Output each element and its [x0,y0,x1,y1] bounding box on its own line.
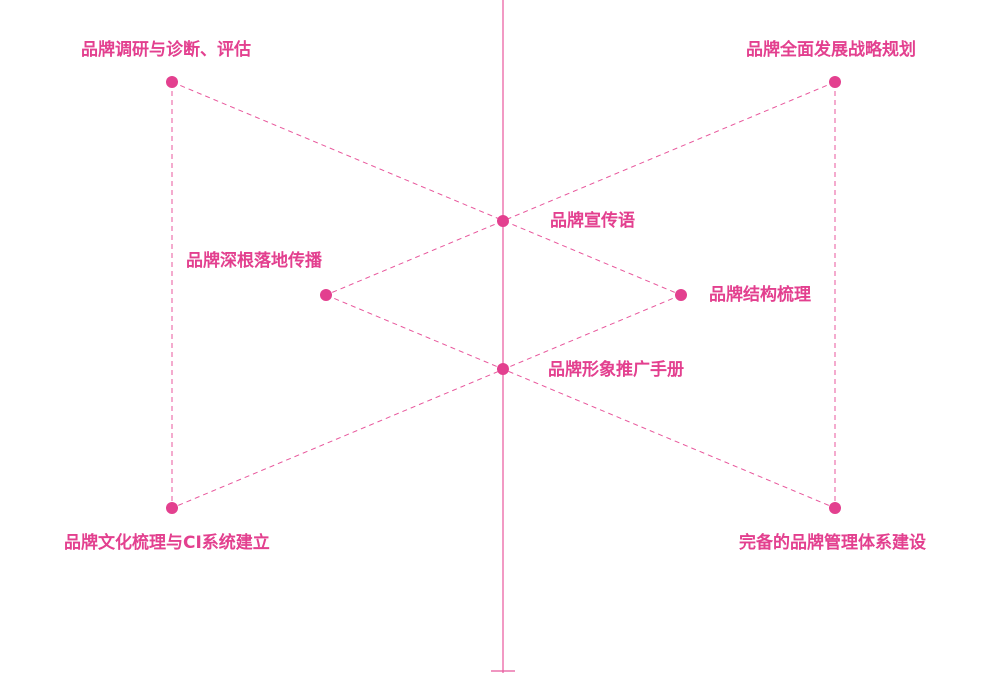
connector-lines [171,81,836,509]
label-brand-manual: 品牌形象推广手册 [548,360,684,380]
node-dot-bl [166,502,178,514]
label-brand-communication: 品牌深根落地传播 [186,251,322,271]
node-dot-center-bottom [497,363,509,375]
label-brand-structure: 品牌结构梳理 [709,285,811,305]
node-dot-tl [166,76,178,88]
node-dot-left-mid [320,289,332,301]
node-dot-tr [829,76,841,88]
dashed-line-communication-to-management [325,294,836,509]
label-brand-management: 完备的品牌管理体系建设 [739,533,926,553]
dashed-line-structure-to-culture [171,294,682,509]
node-dots [166,76,841,514]
node-dot-right-mid [675,289,687,301]
label-brand-slogan: 品牌宣传语 [550,211,635,231]
label-brand-strategy: 品牌全面发展战略规划 [746,40,916,60]
center-axis [491,0,515,673]
dashed-line-strategy-to-communication [325,81,836,296]
node-dot-br [829,502,841,514]
label-brand-research: 品牌调研与诊断、评估 [81,40,251,60]
node-dot-center-top [497,215,509,227]
label-brand-culture-ci: 品牌文化梳理与CI系统建立 [64,533,270,553]
dashed-line-research-to-structure [171,81,682,296]
